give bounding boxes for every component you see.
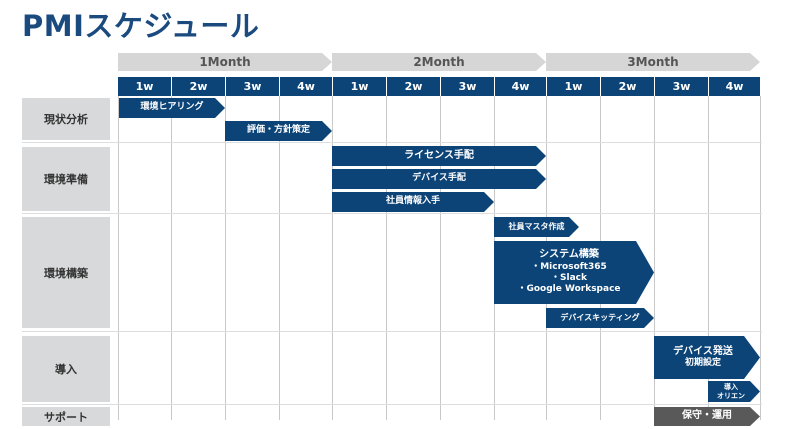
task-employee-info: 社員情報入手 <box>332 192 494 212</box>
category-support: サポート <box>22 407 110 426</box>
grid-line <box>279 96 280 420</box>
page-title: PMIスケジュール <box>22 9 260 43</box>
week-header: 2w <box>172 77 225 96</box>
task-label: 初期設定 <box>684 358 721 369</box>
row-divider <box>22 404 762 405</box>
month-header-2: 2Month <box>332 53 546 71</box>
task-label: ライセンス手配 <box>404 149 474 161</box>
week-header: 4w <box>709 77 760 96</box>
task-device-kitting: デバイスキッティング <box>546 308 654 328</box>
task-maintenance: 保守・運用 <box>654 407 760 426</box>
week-header: 4w <box>495 77 546 96</box>
week-header: 2w <box>601 77 654 96</box>
task-title: システム構築 <box>539 249 599 261</box>
task-evaluation-policy: 評価・方針策定 <box>225 121 332 141</box>
task-label: デバイスキッティング <box>560 313 640 322</box>
grid-line <box>760 96 761 420</box>
category-environment-build: 環境構築 <box>22 217 110 328</box>
task-item: ・Slack <box>551 273 587 284</box>
task-system-build: システム構築 ・Microsoft365 ・Slack ・Google Work… <box>494 241 654 304</box>
task-device-shipping: デバイス発送 初期設定 <box>654 336 760 379</box>
month-header-3: 3Month <box>546 53 760 71</box>
grid-line <box>654 96 655 420</box>
task-label: 社員情報入手 <box>385 196 440 207</box>
task-label: 環境ヒアリング <box>140 102 204 113</box>
row-divider <box>22 142 762 143</box>
grid-line <box>332 96 333 420</box>
task-label: デバイス手配 <box>412 173 466 184</box>
category-current-analysis: 現状分析 <box>22 98 110 140</box>
task-item: ・Google Workspace <box>517 284 621 295</box>
month-header-1: 1Month <box>118 53 332 71</box>
task-orientation: 導入 オリエン <box>708 381 760 402</box>
task-label: デバイス発送 <box>673 345 733 357</box>
grid-line <box>118 96 119 420</box>
task-label: オリエン <box>717 391 745 400</box>
grid-line <box>171 96 172 420</box>
grid-line <box>708 96 709 420</box>
task-label: 保守・運用 <box>682 410 732 422</box>
task-device-arrangement: デバイス手配 <box>332 169 546 189</box>
week-header: 3w <box>441 77 494 96</box>
task-item: ・Microsoft365 <box>531 261 607 272</box>
week-header: 3w <box>655 77 708 96</box>
task-license-arrangement: ライセンス手配 <box>332 146 546 166</box>
grid-line <box>386 96 387 420</box>
row-divider <box>22 331 762 332</box>
grid-line <box>440 96 441 420</box>
category-environment-prep: 環境準備 <box>22 147 110 211</box>
week-header: 1w <box>118 77 171 96</box>
week-header: 4w <box>280 77 332 96</box>
task-label: 導入 <box>724 382 738 391</box>
task-label: 評価・方針策定 <box>246 125 310 136</box>
task-label: 社員マスタ作成 <box>508 222 565 231</box>
task-environment-hearing: 環境ヒアリング <box>119 98 225 118</box>
week-header: 2w <box>387 77 440 96</box>
week-header: 1w <box>333 77 386 96</box>
grid-line <box>225 96 226 420</box>
category-introduction: 導入 <box>22 336 110 402</box>
week-header: 1w <box>547 77 600 96</box>
week-header: 3w <box>226 77 279 96</box>
row-divider <box>22 213 762 214</box>
task-employee-master: 社員マスタ作成 <box>494 217 579 237</box>
